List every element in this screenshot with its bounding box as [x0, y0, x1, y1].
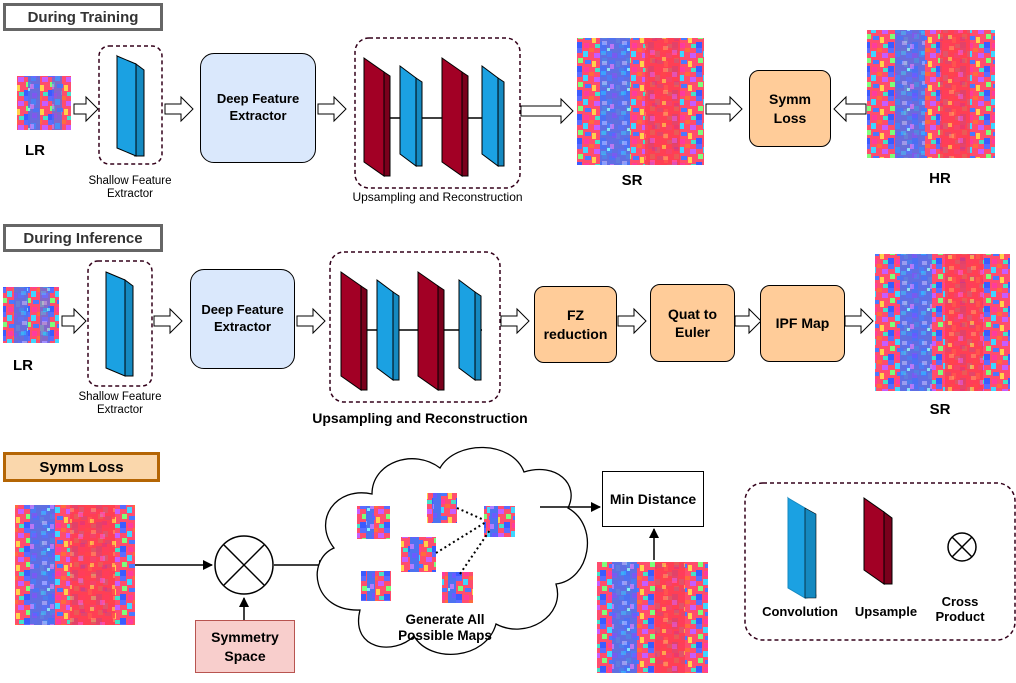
legend-cross-product-label: Cross Product: [935, 594, 985, 624]
training-hr-label: HR: [929, 170, 951, 187]
inference-shallow-dashed-box: [87, 260, 153, 387]
training-arrow-3: [317, 95, 347, 123]
inference-conv-block-2: [458, 279, 482, 381]
training-shallow-label: Shallow Feature Extractor: [88, 175, 172, 201]
inference-arrow-4: [500, 307, 530, 335]
inference-upsample-label: Upsampling and Reconstruction: [312, 410, 528, 426]
cross-product-node: [214, 535, 274, 595]
training-lr-image: [17, 76, 71, 130]
training-upsample-block-2: [441, 57, 469, 177]
training-upsample-dashed-box: [354, 37, 521, 189]
training-sr-label: SR: [621, 172, 643, 189]
inference-arrow-3: [296, 307, 326, 335]
legend-convolution-icon: [787, 496, 817, 599]
possible-map-tiles: [357, 493, 515, 603]
legend-cross-product-icon: [947, 532, 977, 562]
symmetry-space-box: Symmetry Space: [195, 620, 295, 673]
ipf-map-box: IPF Map: [760, 285, 845, 362]
training-hr-image: [867, 30, 995, 158]
cloud-label: Generate All Possible Maps: [398, 612, 492, 643]
training-deep-feature-extractor: Deep Feature Extractor: [200, 53, 316, 163]
symm-loss-row: [15, 446, 708, 673]
inference-upsample-dashed-box: [329, 251, 501, 403]
training-arrow-6: [833, 95, 867, 123]
symm-input-image: [15, 505, 135, 625]
inference-sr-image: [875, 254, 1010, 391]
training-symm-loss-box: Symm Loss: [749, 70, 831, 147]
training-arrow-2: [164, 95, 194, 123]
legend: [744, 482, 1016, 641]
legend-upsample-label: Upsample: [854, 604, 918, 619]
training-arrow-1: [73, 95, 99, 123]
inference-deep-feature-extractor: Deep Feature Extractor: [190, 269, 295, 369]
inference-lr-label: LR: [13, 357, 33, 374]
fz-reduction-box: FZ reduction: [534, 286, 617, 363]
training-row: [17, 30, 995, 189]
inference-shallow-conv-block: [105, 271, 134, 377]
inference-upsample-block-1: [340, 271, 368, 391]
inference-upsample-block-2: [417, 271, 445, 391]
min-distance-box: Min Distance: [602, 471, 704, 527]
inference-arrow-1: [61, 307, 87, 335]
legend-upsample-icon: [863, 497, 893, 585]
inference-sr-label: SR: [929, 401, 951, 418]
inference-lr-image: [3, 287, 59, 343]
inference-arrow-2: [153, 307, 183, 335]
training-conv-block-2: [481, 65, 505, 167]
legend-convolution-label: Convolution: [762, 604, 838, 619]
inference-row: [3, 251, 1010, 403]
training-section-tag: During Training: [3, 3, 163, 31]
map-comparison-dotted-lines: [435, 507, 491, 575]
training-shallow-dashed-box: [98, 45, 163, 165]
quat-to-euler-box: Quat to Euler: [650, 284, 735, 362]
inference-arrow-6: [734, 307, 762, 335]
inference-conv-block-1: [376, 279, 400, 381]
training-arrow-5: [705, 95, 743, 123]
training-conv-block-1: [399, 65, 423, 167]
inference-shallow-label: Shallow Feature Extractor: [78, 391, 162, 417]
possible-maps-cloud: [316, 446, 589, 655]
legend-dashed-box: [744, 482, 1016, 641]
symm-loss-section-tag: Symm Loss: [3, 452, 160, 482]
training-lr-label: LR: [25, 142, 45, 159]
inference-section-tag: During Inference: [3, 224, 163, 252]
training-sr-image: [577, 38, 704, 165]
training-arrow-4: [520, 97, 574, 125]
training-shallow-conv-block: [116, 54, 145, 157]
training-upsample-block-1: [363, 57, 391, 177]
inference-arrow-5: [617, 307, 647, 335]
training-upsample-label: Upsampling and Reconstruction: [352, 190, 523, 204]
inference-arrow-7: [844, 307, 874, 335]
symm-hr-image: [597, 562, 708, 673]
